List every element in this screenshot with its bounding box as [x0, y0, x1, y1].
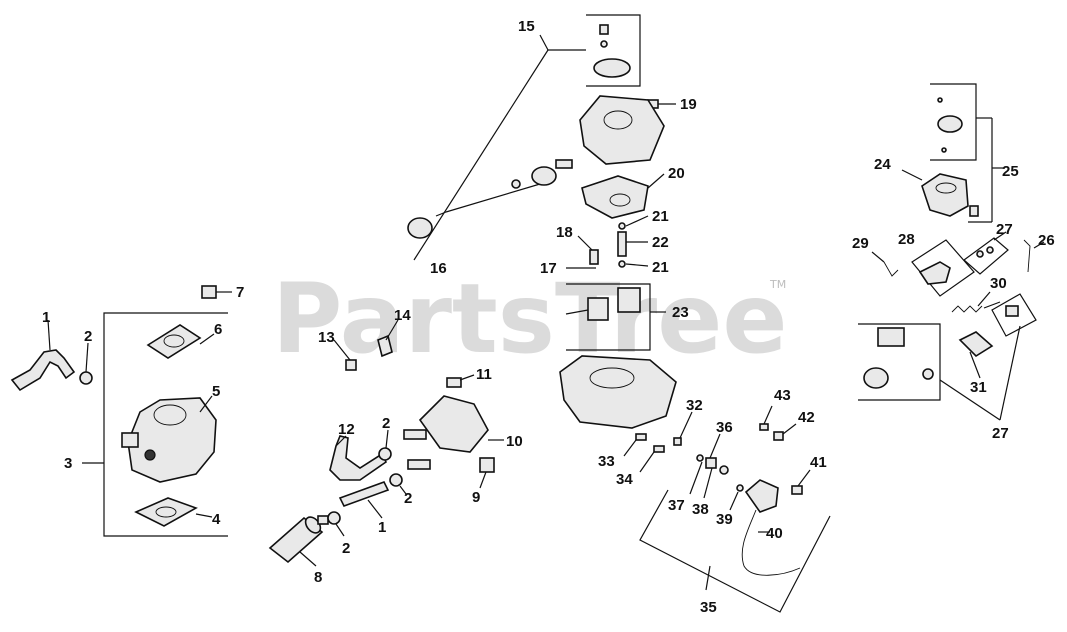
callout-9: 9: [472, 489, 480, 506]
callout-20: 20: [668, 165, 685, 182]
right-assembly: [858, 83, 1045, 421]
callout-32: 32: [686, 397, 703, 414]
callout-12: 12: [338, 421, 355, 438]
callout-37: 37: [668, 497, 685, 514]
callout-labels: 15 19 20 21 22 21 18 17 16 23 24 25 27 2…: [42, 18, 1055, 616]
callout-27-upper: 27: [996, 221, 1013, 238]
callout-43: 43: [774, 387, 791, 404]
callout-14: 14: [394, 307, 411, 324]
callout-10: 10: [506, 433, 523, 450]
callout-8: 8: [314, 569, 322, 586]
callout-1-left: 1: [42, 309, 50, 326]
callout-21-upper: 21: [652, 208, 669, 225]
callout-18: 18: [556, 224, 573, 241]
callout-11: 11: [476, 366, 492, 383]
callout-3: 3: [64, 455, 72, 472]
callout-5: 5: [212, 383, 220, 400]
callout-1-center: 1: [378, 519, 386, 536]
throttle-shaft-group: [407, 14, 676, 351]
fuel-hose-left: [10, 319, 93, 392]
callout-36: 36: [716, 419, 733, 436]
callout-23: 23: [672, 304, 689, 321]
callout-40: 40: [766, 525, 783, 542]
callout-29: 29: [852, 235, 869, 252]
callout-2-lower: 2: [342, 540, 350, 557]
callout-35: 35: [700, 599, 717, 616]
callout-28: 28: [898, 231, 915, 248]
callout-21-lower: 21: [652, 259, 669, 276]
carburetor-assembly-left: [82, 285, 232, 537]
callout-30: 30: [990, 275, 1007, 292]
callout-25: 25: [1002, 163, 1019, 180]
callout-33: 33: [598, 453, 615, 470]
callout-15: 15: [518, 18, 535, 35]
callout-16: 16: [430, 260, 447, 277]
callout-17: 17: [540, 260, 557, 277]
callout-2-right: 2: [404, 490, 412, 507]
callout-41: 41: [810, 454, 827, 471]
callout-26: 26: [1038, 232, 1055, 249]
callout-34: 34: [616, 471, 633, 488]
callout-39: 39: [716, 511, 733, 528]
callout-27-lower: 27: [992, 425, 1009, 442]
watermark-text: PartsTree: [272, 263, 787, 375]
bowl-and-solenoid-group: [559, 355, 831, 613]
callout-22: 22: [652, 234, 669, 251]
fuel-pump-group: [268, 319, 504, 567]
callout-38: 38: [692, 501, 709, 518]
callout-31: 31: [970, 379, 987, 396]
callout-42: 42: [798, 409, 815, 426]
callout-7: 7: [236, 284, 244, 301]
callout-2-upper: 2: [382, 415, 390, 432]
watermark-trademark: TM: [769, 278, 786, 291]
callout-6: 6: [214, 321, 222, 338]
callout-24: 24: [874, 156, 891, 173]
callout-13: 13: [318, 329, 335, 346]
callout-4: 4: [212, 511, 221, 528]
callout-2-left: 2: [84, 328, 92, 345]
callout-19: 19: [680, 96, 697, 113]
